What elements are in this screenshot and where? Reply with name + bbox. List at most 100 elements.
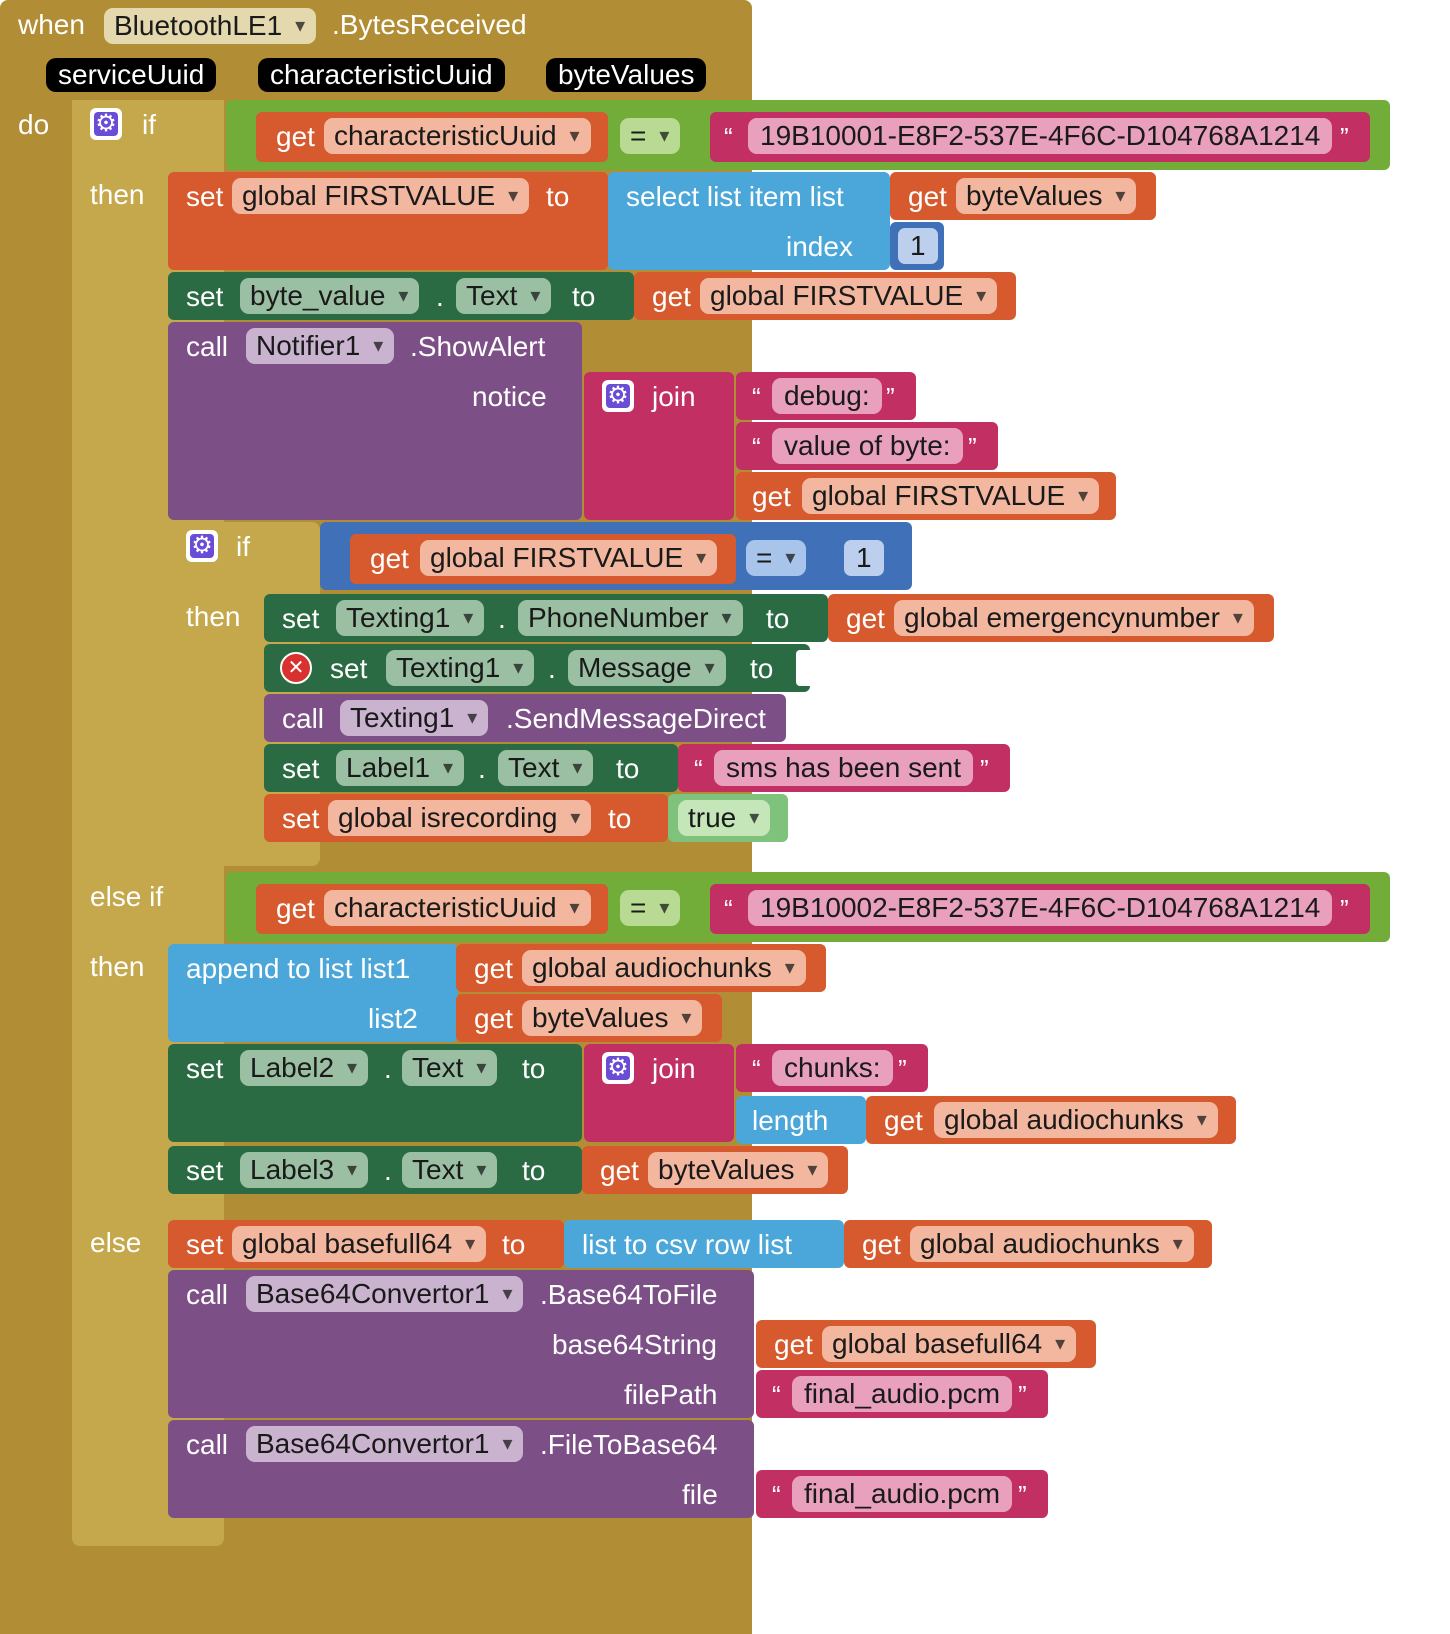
get-var-dropdown[interactable]: byteValues: [648, 1152, 829, 1188]
get-var-dropdown[interactable]: characteristicUuid: [324, 118, 591, 154]
to-label: to: [750, 653, 774, 684]
get-var-dropdown[interactable]: byteValues: [522, 1000, 703, 1036]
get-label: get: [474, 953, 513, 984]
param-byte-values[interactable]: byteValues: [546, 58, 707, 92]
to-label: to: [608, 803, 632, 834]
length-of-list-block[interactable]: [736, 1096, 866, 1144]
get-var-dropdown[interactable]: global basefull64: [822, 1326, 1077, 1362]
set-label: set: [186, 281, 224, 312]
compare-op-dropdown[interactable]: =: [746, 540, 807, 576]
inner-then-label: then: [186, 601, 241, 632]
outer-if-mutator-gear-icon[interactable]: [90, 108, 122, 140]
component-dropdown[interactable]: Base64Convertor1: [246, 1426, 524, 1462]
logic-value-dropdown[interactable]: true: [678, 800, 771, 836]
component-dropdown[interactable]: Label1: [336, 750, 465, 786]
set-label: set: [282, 803, 320, 834]
close-quote: ”: [1340, 122, 1349, 152]
string-debug[interactable]: debug:: [772, 378, 882, 414]
get-var-dropdown[interactable]: global audiochunks: [934, 1102, 1218, 1138]
string-value-of-byte[interactable]: value of byte:: [772, 428, 963, 464]
number-one[interactable]: 1: [844, 540, 884, 576]
inner-if-mutator-gear-icon[interactable]: [186, 530, 218, 562]
get-var-dropdown[interactable]: global audiochunks: [522, 950, 806, 986]
call-label: call: [186, 331, 229, 362]
set-var-dropdown[interactable]: global isrecording: [328, 800, 592, 836]
property-dropdown[interactable]: Text: [402, 1050, 498, 1086]
error-icon[interactable]: ✕: [280, 652, 312, 684]
to-label: to: [522, 1155, 546, 1186]
csv-label: list to csv row list: [582, 1229, 793, 1260]
get-label: get: [908, 181, 947, 212]
component-dropdown[interactable]: Texting1: [340, 700, 489, 736]
index-number[interactable]: 1: [898, 228, 938, 264]
set-label: set: [186, 1155, 224, 1186]
get-var-dropdown[interactable]: global FIRSTVALUE: [700, 278, 998, 314]
uuid-string-2[interactable]: 19B10002-E8F2-537E-4F6C-D104768A1214: [748, 890, 1333, 926]
get-var-dropdown[interactable]: global FIRSTVALUE: [420, 540, 718, 576]
string-final-audio-2[interactable]: final_audio.pcm: [792, 1476, 1013, 1512]
property-dropdown[interactable]: Text: [402, 1152, 498, 1188]
param-service-uuid[interactable]: serviceUuid: [46, 58, 217, 92]
param-characteristic-uuid[interactable]: characteristicUuid: [258, 58, 505, 92]
component-dropdown[interactable]: Texting1: [336, 600, 485, 636]
select-list-item-block[interactable]: [608, 172, 890, 270]
property-dropdown[interactable]: PhoneNumber: [518, 600, 743, 636]
close-quote: ”: [1018, 1480, 1027, 1510]
component-dropdown[interactable]: Texting1: [386, 650, 535, 686]
get-var-dropdown[interactable]: global audiochunks: [910, 1226, 1194, 1262]
get-var-dropdown[interactable]: global FIRSTVALUE: [802, 478, 1100, 514]
call-label: call: [282, 703, 325, 734]
get-label: get: [652, 281, 691, 312]
compare-op-dropdown[interactable]: =: [620, 118, 681, 154]
string-chunks[interactable]: chunks:: [772, 1050, 893, 1086]
dot-label: .: [384, 1155, 392, 1186]
close-quote: ”: [1340, 894, 1349, 924]
close-quote: ”: [980, 754, 989, 784]
dot-label: .: [478, 753, 486, 784]
event-component-dropdown[interactable]: BluetoothLE1: [104, 8, 317, 44]
property-dropdown[interactable]: Text: [498, 750, 594, 786]
set-var-dropdown[interactable]: global FIRSTVALUE: [232, 178, 530, 214]
get-var-dropdown[interactable]: byteValues: [956, 178, 1137, 214]
set-label3-text[interactable]: [168, 1146, 582, 1194]
to-label: to: [766, 603, 790, 634]
list-to-csv-row-block[interactable]: [564, 1220, 844, 1268]
method-label: .Base64ToFile: [540, 1279, 718, 1310]
get-label: get: [774, 1329, 813, 1360]
empty-value-socket[interactable]: [796, 650, 810, 686]
set-label2-text[interactable]: [168, 1044, 582, 1142]
property-dropdown[interactable]: Text: [456, 278, 552, 314]
append-to-list-block[interactable]: [168, 944, 458, 1042]
list2-label: list2: [368, 1003, 418, 1034]
join-label: join: [652, 1053, 696, 1084]
base64string-label: base64String: [552, 1329, 718, 1360]
string-final-audio-1[interactable]: final_audio.pcm: [792, 1376, 1013, 1412]
outer-then2-label: then: [90, 951, 145, 982]
append-label: append to list list1: [186, 953, 411, 984]
get-label: get: [370, 543, 409, 574]
property-dropdown[interactable]: Message: [568, 650, 726, 686]
join-mutator-gear-icon[interactable]: [602, 380, 634, 412]
get-var-dropdown[interactable]: global emergencynumber: [894, 600, 1254, 636]
close-quote: ”: [898, 1054, 907, 1084]
open-quote: “: [752, 1054, 761, 1084]
join-mutator-gear-icon[interactable]: [602, 1052, 634, 1084]
component-dropdown[interactable]: Notifier1: [246, 328, 395, 364]
dot-label: .: [436, 281, 444, 312]
join-label: join: [652, 381, 696, 412]
component-dropdown[interactable]: byte_value: [240, 278, 420, 314]
outer-if-elseif-band: [72, 870, 224, 940]
component-dropdown[interactable]: Label3: [240, 1152, 369, 1188]
uuid-string-1[interactable]: 19B10001-E8F2-537E-4F6C-D104768A1214: [748, 118, 1333, 154]
string-sms-sent[interactable]: sms has been sent: [714, 750, 974, 786]
component-dropdown[interactable]: Base64Convertor1: [246, 1276, 524, 1312]
set-label1-text[interactable]: [264, 744, 678, 792]
compare-op-dropdown[interactable]: =: [620, 890, 681, 926]
get-var-dropdown[interactable]: characteristicUuid: [324, 890, 591, 926]
open-quote: “: [724, 122, 733, 152]
get-label: get: [884, 1105, 923, 1136]
set-var-dropdown[interactable]: global basefull64: [232, 1226, 487, 1262]
close-quote: ”: [1018, 1380, 1027, 1410]
component-dropdown[interactable]: Label2: [240, 1050, 369, 1086]
inner-if-label: if: [236, 531, 250, 562]
